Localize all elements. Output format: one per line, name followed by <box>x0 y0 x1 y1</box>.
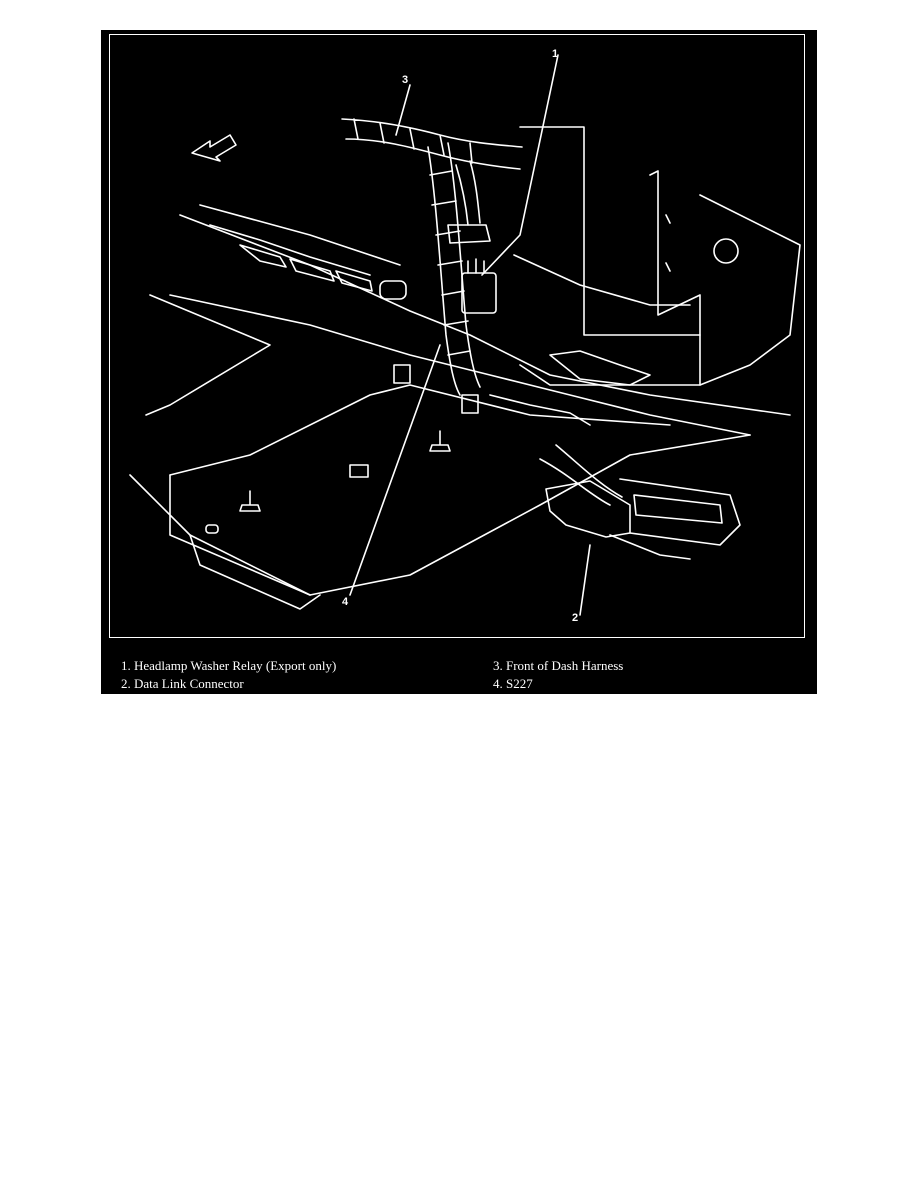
data-link-connector <box>545 480 631 538</box>
callout-2: 2 <box>572 612 579 624</box>
callout-4: 4 <box>342 596 349 608</box>
mounting-hole <box>713 238 739 264</box>
legend-item-4: 4. S227 <box>493 676 533 691</box>
legend-item-1: 1. Headlamp Washer Relay (Export only) <box>121 658 337 673</box>
callout-1: 1 <box>552 48 559 60</box>
front-arrow-icon <box>191 134 237 162</box>
component-location-drawing <box>129 54 801 616</box>
front-of-dash-harness <box>341 118 523 170</box>
legend: 1. Headlamp Washer Relay (Export only) 2… <box>101 656 817 694</box>
legend-item-2: 2. Data Link Connector <box>121 676 244 691</box>
drawing-frame: 1 3 4 2 <box>109 34 805 638</box>
diagram-figure: 1 3 4 2 1. Headlamp Washer Relay (Export… <box>101 30 817 694</box>
legend-item-3: 3. Front of Dash Harness <box>493 658 624 673</box>
callout-3: 3 <box>402 74 409 86</box>
ground-stud <box>239 490 261 512</box>
ground-stud <box>429 430 451 452</box>
headlamp-washer-relay <box>461 272 497 314</box>
